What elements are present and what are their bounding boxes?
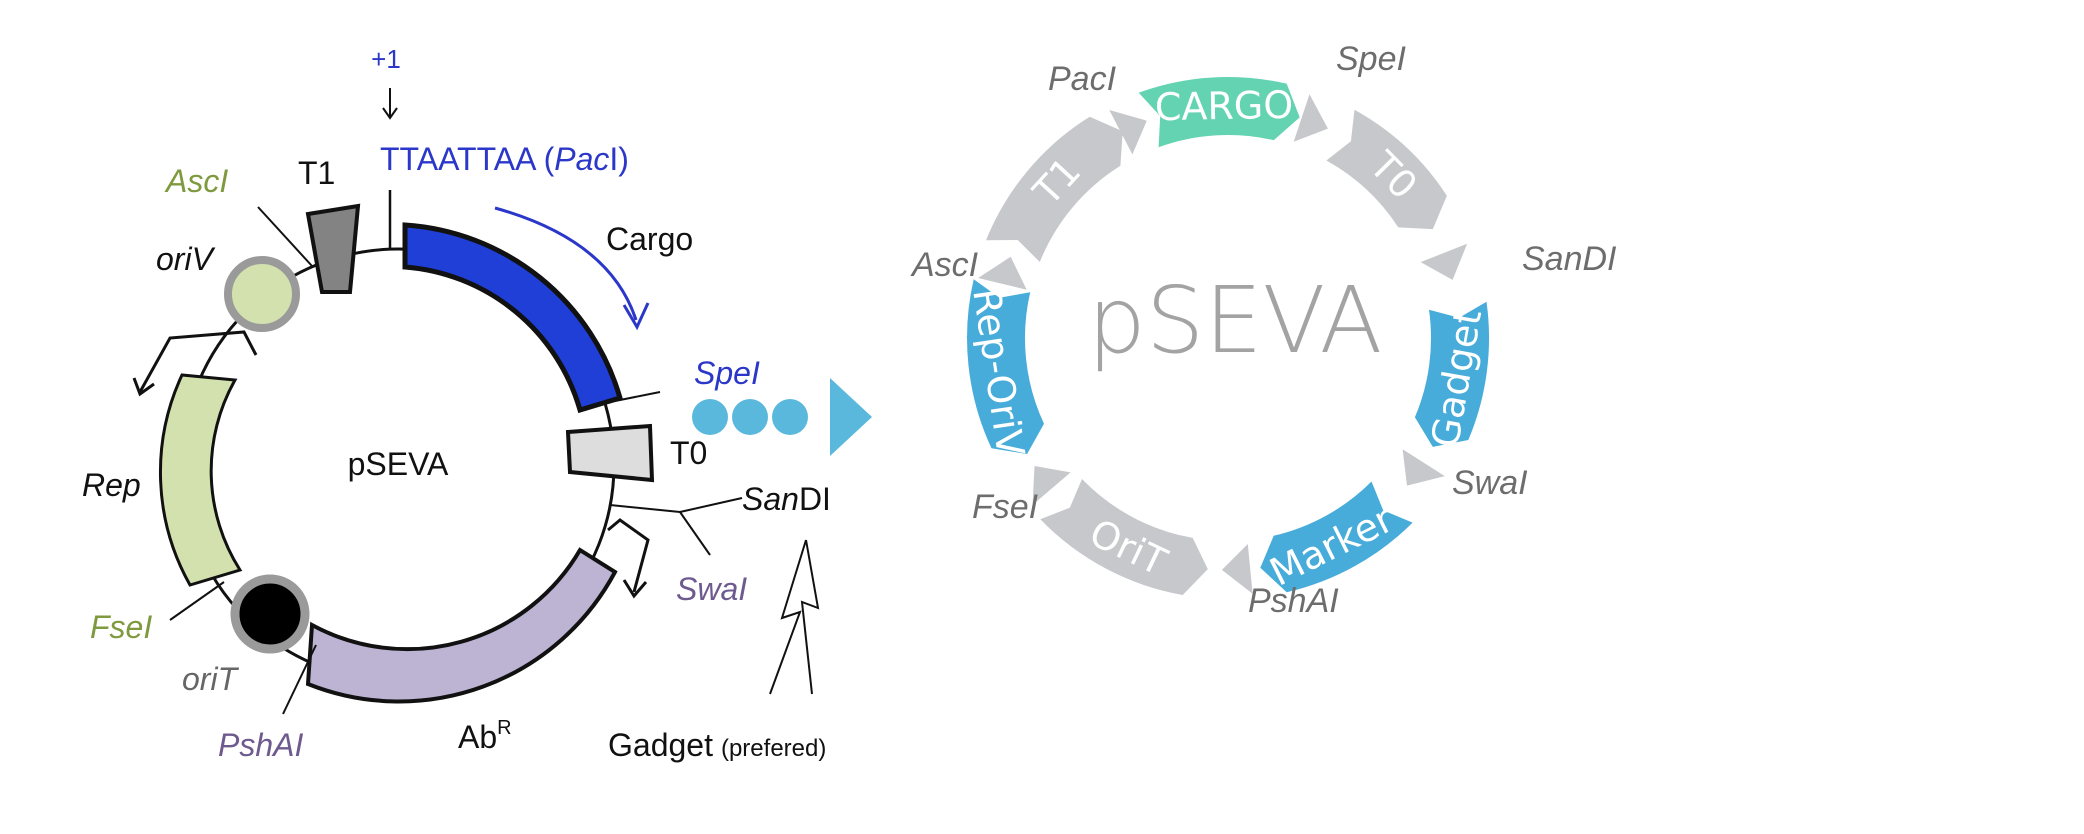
- orit-circle: [230, 574, 310, 654]
- marker-segment: [1260, 481, 1413, 593]
- fsei-site-line: [169, 581, 225, 621]
- asci-site-line: [257, 206, 313, 267]
- abr-sup-text: R: [497, 717, 511, 739]
- dot-1: [692, 399, 728, 435]
- t1-terminator: [305, 203, 361, 294]
- swai-site-line: [679, 511, 711, 556]
- fsei-label-right: FseI: [972, 488, 1039, 526]
- sandi-plain-text: DI: [799, 481, 831, 517]
- asci-label: AscI: [164, 163, 228, 199]
- cargo-segment: [1138, 76, 1300, 148]
- oriv-circle: [224, 256, 300, 332]
- swai-label-right: SwaI: [1452, 464, 1528, 502]
- cargo-arrowhead: [622, 302, 650, 331]
- abr-label: AbR: [458, 717, 512, 755]
- asci-site-marker: [978, 256, 1027, 290]
- sandi-site-line-a: [609, 504, 681, 513]
- left-plasmid-map: pSEVA +1 TTAATTAA (PacI) Cargo T1 T0 Asc…: [82, 44, 831, 763]
- rep-oriv-segment: [967, 279, 1044, 454]
- abr-main-text: Ab: [458, 719, 497, 755]
- dot-3: [772, 399, 808, 435]
- arrow-triangle: [830, 378, 872, 456]
- cargo-label: Cargo: [606, 221, 693, 257]
- pshai-label-right: PshAI: [1248, 582, 1339, 620]
- rep-label: Rep: [82, 467, 141, 503]
- sandi-italic-text: San: [742, 481, 799, 517]
- asci-label-right: AscI: [910, 246, 979, 284]
- gadget-note-text: (prefered): [721, 735, 826, 762]
- plus-one-arrowhead: [382, 107, 398, 120]
- oriv-label: oriV: [156, 241, 216, 277]
- t1-segment: [986, 116, 1123, 262]
- t0-terminator: [565, 423, 655, 483]
- cargo-direction-arrow: [494, 206, 638, 321]
- pshai-site-marker: [1221, 544, 1253, 594]
- pshai-label: PshAI: [218, 727, 303, 763]
- cargo-label: CARGO: [1154, 83, 1293, 129]
- paci-sequence-label: TTAATTAA (PacI): [380, 141, 629, 177]
- paci-site-marker: [1109, 110, 1147, 155]
- gadget-label: Gadget (prefered): [608, 727, 826, 763]
- spei-label: SpeI: [694, 355, 760, 391]
- orit-label: oriT: [182, 661, 240, 697]
- t0-segment: [1326, 109, 1447, 230]
- abr-segment: [305, 547, 618, 704]
- spei-label-right: SpeI: [1336, 40, 1406, 78]
- fsei-label: FseI: [90, 609, 152, 645]
- sandi-site-line-b: [679, 497, 743, 513]
- right-center-label: pSEVA: [1088, 267, 1383, 374]
- rep-arrowhead: [132, 377, 155, 397]
- transition-arrow: [692, 378, 872, 456]
- sandi-label-right: SanDI: [1522, 240, 1617, 278]
- gadget-segment: [1414, 301, 1490, 447]
- t1-label: T1: [298, 155, 335, 191]
- paci-site-text: Pac: [554, 141, 609, 177]
- gadget-promoter-arrow: [607, 518, 650, 593]
- sandi-label: SanDI: [742, 481, 831, 517]
- dot-2: [732, 399, 768, 435]
- swai-label: SwaI: [676, 571, 747, 607]
- left-center-label: pSEVA: [348, 446, 449, 482]
- plus-one-label: +1: [371, 44, 401, 74]
- fsei-site-marker: [1032, 466, 1071, 505]
- paci-label-right: PacI: [1048, 60, 1117, 98]
- cargo-segment: [402, 222, 624, 414]
- lightning-icon: [769, 539, 820, 695]
- paci-close-text: I): [609, 141, 629, 177]
- swai-site-marker: [1402, 449, 1445, 486]
- gadget-arrowhead: [622, 579, 648, 599]
- t0-label: T0: [670, 435, 707, 471]
- gadget-text: Gadget: [608, 727, 713, 763]
- rep-segment: [158, 373, 243, 587]
- marker-label: Marker: [1263, 496, 1401, 594]
- paci-seq-text: TTAATTAA (: [380, 141, 555, 177]
- pshai-site-line: [282, 644, 317, 715]
- spei-site-line: [609, 391, 661, 403]
- spei-site-marker: [1293, 94, 1328, 142]
- sandi-site-marker: [1420, 243, 1468, 280]
- orit-segment: [1040, 479, 1208, 595]
- rep-promoter-arrow: [138, 330, 258, 393]
